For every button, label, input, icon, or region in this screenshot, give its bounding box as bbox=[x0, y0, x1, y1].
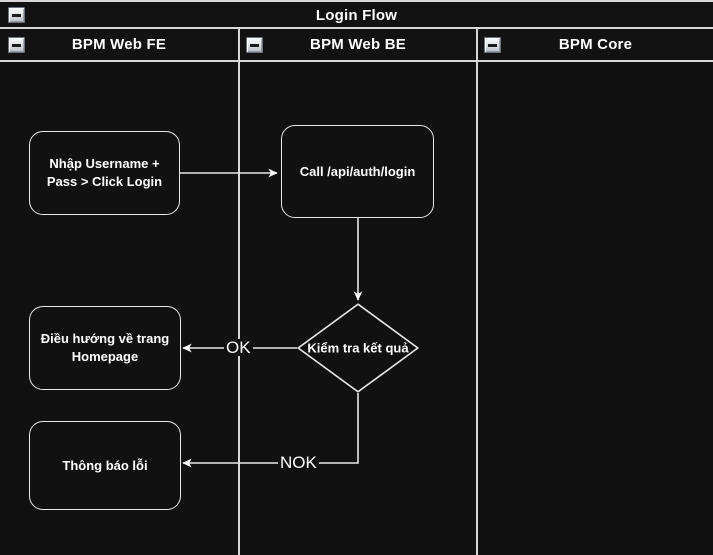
page-title: Login Flow bbox=[315, 7, 398, 24]
flow-label-ok: OK bbox=[224, 338, 253, 357]
task-show-error[interactable]: Thông báo lỗi bbox=[29, 421, 181, 510]
flow-check-to-error bbox=[182, 393, 359, 468]
lane-divider-fe-be bbox=[238, 29, 240, 555]
gateway-check-result[interactable]: Kiểm tra kết quả bbox=[296, 303, 420, 393]
lane-header-core: BPM Core bbox=[478, 29, 713, 62]
pool-title-bar: Login Flow bbox=[0, 0, 713, 29]
task-call-api[interactable]: Call /api/auth/login bbox=[281, 125, 434, 218]
flow-label-nok: NOK bbox=[278, 453, 319, 472]
lane-header-fe: BPM Web FE bbox=[0, 29, 238, 62]
lane-divider-be-core bbox=[476, 29, 478, 555]
lane-collapse-icon-core[interactable] bbox=[484, 37, 501, 53]
task-login-input[interactable]: Nhập Username + Pass > Click Login bbox=[29, 131, 180, 215]
gateway-diamond-icon bbox=[296, 303, 420, 393]
lane-header-be: BPM Web BE bbox=[240, 29, 476, 62]
lane-collapse-icon-be[interactable] bbox=[246, 37, 263, 53]
lane-label-be: BPM Web BE bbox=[310, 36, 406, 53]
lane-collapse-icon-fe[interactable] bbox=[8, 37, 25, 53]
lane-label-fe: BPM Web FE bbox=[71, 36, 167, 53]
task-go-homepage[interactable]: Điều hướng về trang Homepage bbox=[29, 306, 181, 390]
pool-collapse-icon[interactable] bbox=[8, 7, 25, 23]
lane-label-core: BPM Core bbox=[558, 36, 633, 53]
